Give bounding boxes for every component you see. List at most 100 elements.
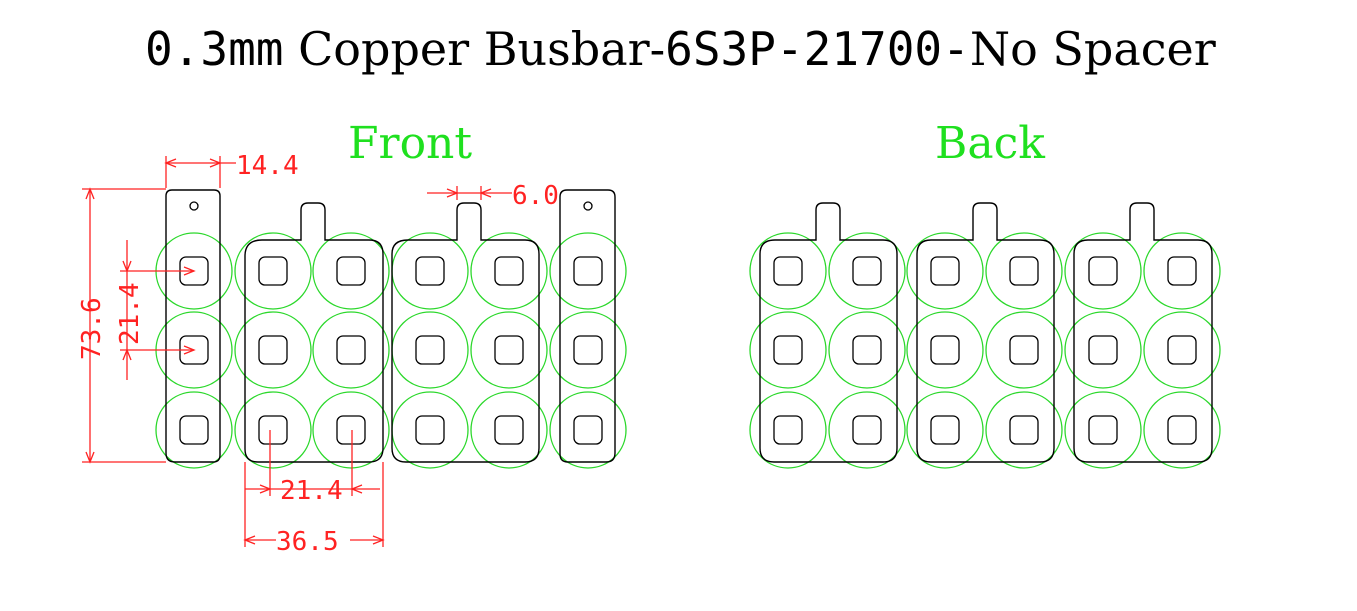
- front-right-mount-hole: [583, 201, 593, 211]
- dim-height-label: 73.6: [77, 297, 107, 360]
- front-weld-slot-r2-c3: [336, 335, 366, 365]
- dim-hpitch-arrow-right: [350, 484, 363, 494]
- back-cell-r1-c3: [906, 232, 984, 310]
- dim-vpitch-lead-top: [183, 266, 196, 276]
- front-busbar-pair-2: [391, 202, 540, 463]
- dim-pair-arrow-right: [372, 535, 385, 545]
- front-cell-r2-c4: [391, 311, 469, 389]
- back-cell-r2-c6: [1143, 311, 1221, 389]
- front-cell-r1-c5: [470, 232, 548, 310]
- back-weld-slot-r2-c1: [773, 335, 803, 365]
- front-cell-r3-c2: [234, 391, 312, 469]
- front-cell-r3-c6: [549, 391, 627, 469]
- back-weld-slot-r3-c1: [773, 415, 803, 445]
- title-thickness: 0.3mm: [145, 22, 283, 76]
- dim-tab-gap-arrow-left: [446, 188, 459, 198]
- back-cell-grid: [749, 232, 1221, 469]
- back-weld-slot-r2-c2: [852, 335, 882, 365]
- dimension-annotations: 14.4 6.0 73.6 21.4 21.4: [77, 151, 559, 557]
- front-weld-slot-r1-c5: [494, 256, 524, 286]
- back-weld-slot-r2-c4: [1009, 335, 1039, 365]
- back-weld-slot-r2-c6: [1167, 335, 1197, 365]
- back-label: Back: [935, 118, 1045, 169]
- front-busbar-right-strip: [559, 189, 616, 463]
- back-weld-slot-r3-c3: [930, 415, 960, 445]
- dim-pair-arrow-left: [243, 535, 256, 545]
- front-cell-r2-c2: [234, 311, 312, 389]
- back-cell-r1-c2: [828, 232, 906, 310]
- dim-tab-width-arrow-left: [164, 158, 177, 168]
- back-weld-slot-r1-c1: [773, 256, 803, 286]
- front-weld-slot-r3-c6: [573, 415, 603, 445]
- front-weld-slot-r2-c2: [258, 335, 288, 365]
- front-weld-slot-r3-c5: [494, 415, 524, 445]
- front-weld-slots: [179, 256, 603, 445]
- dim-vpitch-arrow-top: [122, 260, 132, 273]
- title-spacer: No Spacer: [970, 22, 1216, 76]
- back-weld-slot-r3-c6: [1167, 415, 1197, 445]
- dim-tab-gap-label: 6.0: [512, 181, 559, 211]
- back-weld-slot-r1-c5: [1088, 256, 1118, 286]
- back-weld-slot-r3-c2: [852, 415, 882, 445]
- title-config: 6S3P-21700-: [665, 22, 970, 76]
- front-weld-slot-r2-c4: [415, 335, 445, 365]
- back-cell-r2-c2: [828, 311, 906, 389]
- back-weld-slot-r3-c5: [1088, 415, 1118, 445]
- front-cell-r1-c6: [549, 232, 627, 310]
- front-cell-r2-c5: [470, 311, 548, 389]
- back-cell-r3-c2: [828, 391, 906, 469]
- dim-height-arrow-top: [85, 187, 95, 200]
- back-busbar-pair-3: [1073, 202, 1213, 463]
- front-weld-slot-r1-c6: [573, 256, 603, 286]
- back-weld-slot-r1-c6: [1167, 256, 1197, 286]
- dim-hpitch-arrow-left: [259, 484, 272, 494]
- front-cell-r3-c3: [312, 391, 390, 469]
- back-cell-r3-c1: [749, 391, 827, 469]
- back-cell-r2-c3: [906, 311, 984, 389]
- front-weld-slot-r2-c6: [573, 335, 603, 365]
- back-cell-r2-c1: [749, 311, 827, 389]
- front-weld-slot-r1-c3: [336, 256, 366, 286]
- dim-vpitch-lead-bottom: [183, 345, 196, 355]
- back-cell-r1-c5: [1064, 232, 1142, 310]
- front-left-mount-hole: [189, 201, 199, 211]
- front-cell-grid: [155, 232, 627, 469]
- dim-vpitch-arrow-bottom: [122, 348, 132, 361]
- front-weld-slot-r3-c1: [179, 415, 209, 445]
- front-cell-r3-c1: [155, 391, 233, 469]
- back-cell-r3-c5: [1064, 391, 1142, 469]
- drawing-title: 0.3mm Copper Busbar-6S3P-21700-No Spacer: [145, 22, 1216, 76]
- back-cell-r1-c6: [1143, 232, 1221, 310]
- front-cell-r2-c3: [312, 311, 390, 389]
- back-cell-r1-c1: [749, 232, 827, 310]
- back-weld-slot-r1-c2: [852, 256, 882, 286]
- back-cell-r1-c4: [985, 232, 1063, 310]
- dim-pair-label: 36.5: [276, 527, 339, 557]
- dim-height-arrow-bottom: [85, 451, 95, 464]
- title-material: Copper Busbar-: [283, 22, 665, 76]
- dim-vpitch-label: 21.4: [115, 282, 145, 345]
- front-cell-r2-c6: [549, 311, 627, 389]
- back-cell-r3-c3: [906, 391, 984, 469]
- front-weld-slot-r3-c3: [336, 415, 366, 445]
- back-cell-r2-c5: [1064, 311, 1142, 389]
- dim-hpitch-label: 21.4: [280, 476, 343, 506]
- back-weld-slots: [773, 256, 1197, 445]
- back-cell-r3-c6: [1143, 391, 1221, 469]
- front-cell-r3-c4: [391, 391, 469, 469]
- back-weld-slot-r1-c4: [1009, 256, 1039, 286]
- back-busbar-pair-2: [916, 202, 1055, 463]
- back-weld-slot-r3-c4: [1009, 415, 1039, 445]
- front-weld-slot-r3-c4: [415, 415, 445, 445]
- back-weld-slot-r2-c3: [930, 335, 960, 365]
- back-busbars: [759, 202, 1213, 463]
- dim-tab-gap-arrow-right: [479, 188, 492, 198]
- front-weld-slot-r1-c4: [415, 256, 445, 286]
- front-weld-slot-r3-c2: [258, 415, 288, 445]
- front-cell-r1-c3: [312, 232, 390, 310]
- dim-tab-width-label: 14.4: [236, 151, 299, 181]
- front-busbars: [165, 189, 616, 463]
- front-busbar-left-strip: [165, 189, 221, 463]
- front-weld-slot-r2-c5: [494, 335, 524, 365]
- front-cell-r3-c5: [470, 391, 548, 469]
